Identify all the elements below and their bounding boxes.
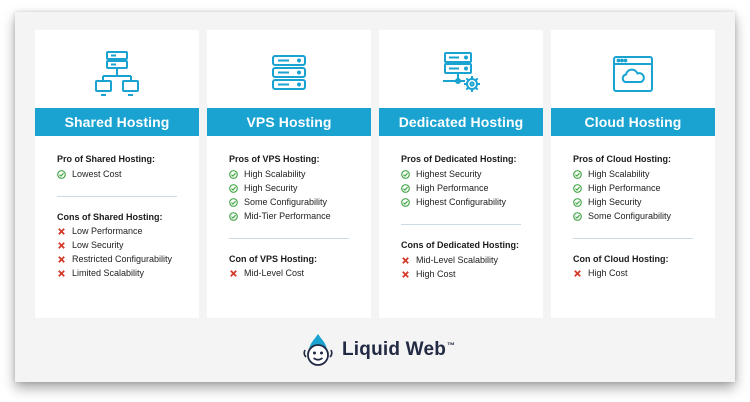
dedicated-server-gear-icon [443, 52, 480, 92]
con-item: Limited Scalability [57, 268, 144, 278]
card-title: Shared Hosting [35, 108, 199, 136]
card-cloud-hosting: Cloud Hosting Pros of Cloud Hosting: Hig… [551, 30, 715, 318]
shared-server-network-icon [95, 51, 139, 96]
check-icon [573, 197, 582, 207]
pro-item: Highest Configurability [401, 197, 506, 207]
liquid-web-droplet-logo-icon [303, 334, 333, 366]
pro-item: High Scalability [573, 169, 650, 179]
cross-icon [230, 269, 237, 277]
card-shared-hosting: Shared Hosting Pro of Shared Hosting: Lo… [35, 30, 199, 318]
con-item: High Cost [401, 269, 456, 279]
section-divider [573, 238, 693, 239]
pro-item: High Performance [401, 183, 489, 193]
con-item: Low Security [57, 240, 124, 250]
check-icon [401, 183, 410, 193]
card-title: Dedicated Hosting [379, 108, 543, 136]
check-icon [229, 197, 238, 207]
cons-heading: Cons of Dedicated Hosting: [401, 240, 520, 250]
pro-item: Some Configurability [229, 197, 327, 207]
pros-heading: Pro of Shared Hosting: [57, 154, 156, 164]
section-divider [57, 196, 177, 197]
cloud-browser-window-icon [613, 56, 653, 92]
check-icon [229, 211, 238, 221]
cross-icon [58, 255, 65, 263]
cons-heading: Con of Cloud Hosting: [573, 254, 669, 264]
check-icon [229, 169, 238, 179]
cross-icon [402, 270, 409, 278]
pros-heading: Pros of Dedicated Hosting: [401, 154, 517, 164]
section-divider [229, 238, 349, 239]
cons-heading: Con of VPS Hosting: [229, 254, 317, 264]
check-icon [57, 169, 66, 179]
con-item: Low Performance [57, 226, 143, 236]
con-item: High Cost [573, 268, 628, 278]
pro-item: Highest Security [401, 169, 482, 179]
card-dedicated-hosting: Dedicated Hosting Pros of Dedicated Host… [379, 30, 543, 318]
cross-icon [58, 269, 65, 277]
check-icon [229, 183, 238, 193]
liquid-web-logo: Liquid Web™ [300, 330, 455, 370]
cross-icon [402, 256, 409, 264]
card-vps-hosting: VPS Hosting Pros of VPS Hosting: High Sc… [207, 30, 371, 318]
cross-icon [574, 269, 581, 277]
pros-heading: Pros of Cloud Hosting: [573, 154, 671, 164]
vps-server-stack-icon [272, 55, 306, 90]
section-divider [401, 224, 521, 225]
con-item: Restricted Configurability [57, 254, 172, 264]
cross-icon [58, 227, 65, 235]
check-icon [401, 197, 410, 207]
con-item: Mid-Level Scalability [401, 255, 498, 265]
check-icon [573, 211, 582, 221]
logo-wordmark: Liquid Web™ [342, 339, 456, 360]
pro-item: High Security [229, 183, 298, 193]
pro-item: Mid-Tier Performance [229, 211, 331, 221]
check-icon [401, 169, 410, 179]
pro-item: High Security [573, 197, 642, 207]
cross-icon [58, 241, 65, 249]
card-title: VPS Hosting [207, 108, 371, 136]
check-icon [573, 169, 582, 179]
pro-item: Lowest Cost [57, 169, 122, 179]
pro-item: Some Configurability [573, 211, 671, 221]
pros-heading: Pros of VPS Hosting: [229, 154, 320, 164]
check-icon [573, 183, 582, 193]
con-item: Mid-Level Cost [229, 268, 304, 278]
pro-item: High Performance [573, 183, 661, 193]
card-title: Cloud Hosting [551, 108, 715, 136]
pro-item: High Scalability [229, 169, 306, 179]
cons-heading: Cons of Shared Hosting: [57, 212, 163, 222]
